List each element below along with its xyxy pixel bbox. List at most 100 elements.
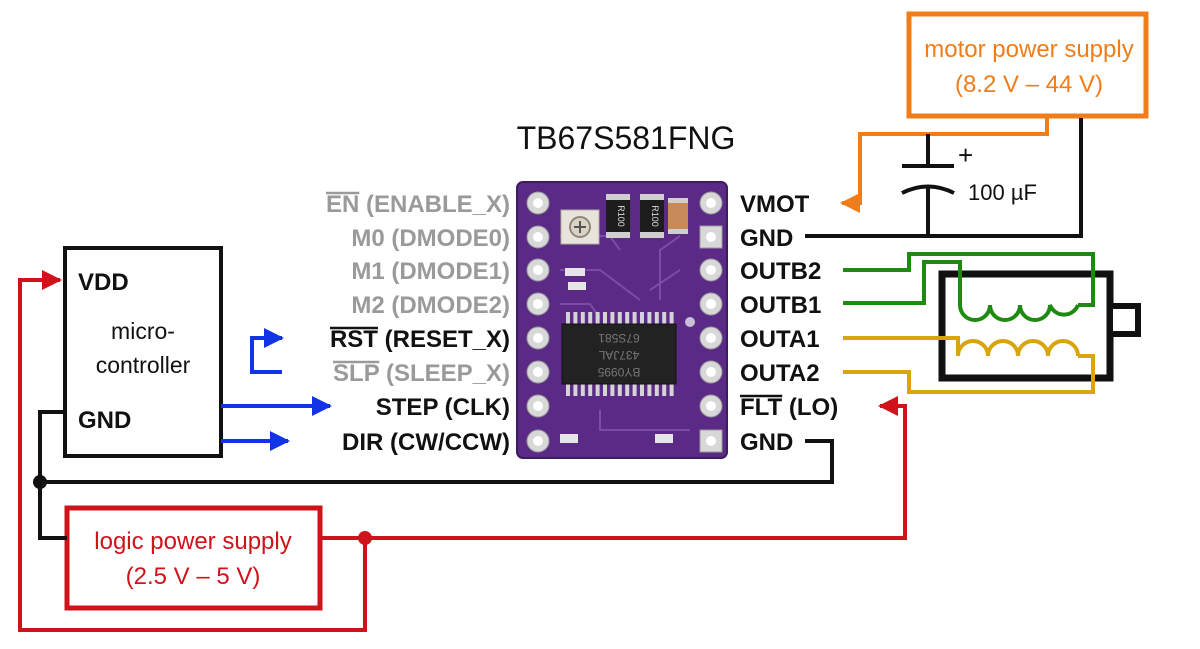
left-pin-label-2: M0 (DMODE0) — [351, 225, 510, 252]
left-pin-label-4: M2 (DMODE2) — [351, 292, 510, 319]
vmot-wire — [840, 118, 1049, 213]
right-pin-label-7-inverted: FLT — [740, 394, 783, 421]
stepper-motor — [843, 252, 1141, 394]
driver-ic — [561, 323, 677, 385]
chip-pin-bottom-8 — [617, 384, 622, 396]
chip-pin-top-8 — [617, 312, 622, 324]
right-pad-4-hole — [706, 299, 716, 309]
sense-resistor-2 — [640, 194, 664, 238]
left-pad-5-hole — [533, 333, 543, 343]
motor-power-supply: motor power supply (8.2 V – 44 V) — [906, 11, 1149, 119]
chip-pin-top-1 — [566, 312, 570, 324]
vdd-wire — [18, 270, 367, 632]
left-pin-label-8: DIR (CW/CCW) — [342, 429, 510, 456]
chip-pin-bottom-6 — [603, 384, 607, 396]
logic-supply-box — [64, 505, 323, 611]
motor-supply-label: motor power supply — [924, 36, 1133, 63]
logic-supply-range: (2.5 V – 5 V) — [126, 563, 261, 590]
driver-board: R100 R100 BY0995 437JAL 67S581 — [516, 181, 728, 459]
mcu-name-line2: controller — [96, 352, 191, 378]
chip-pin-bottom-1 — [566, 384, 570, 396]
logic-gnd-wire — [40, 439, 834, 484]
chip-pin-bottom-3 — [580, 384, 585, 396]
mcu-gnd-label: GND — [78, 407, 131, 434]
motor-gnd-wire — [805, 118, 1083, 238]
left-pin-label-5-inverted: RST — [330, 326, 378, 353]
outb2-wire — [843, 252, 1095, 307]
flt-pullup-wire — [320, 396, 907, 540]
chip-pin-bottom-15 — [669, 384, 674, 396]
left-pin-label-2-text: M0 (DMODE0) — [351, 225, 510, 252]
right-pin-label-6-text: OUTA2 — [740, 360, 820, 387]
chip-pin-top-2 — [573, 312, 578, 324]
right-pin-label-3-text: OUTB2 — [740, 258, 821, 285]
potentiometer — [560, 209, 600, 245]
coil-b — [958, 304, 1080, 322]
microcontroller: VDD micro- controller GND — [63, 246, 223, 458]
outa2-wire — [843, 354, 1095, 394]
logic-supply-label: logic power supply — [94, 528, 291, 555]
chip-pin-top-12 — [647, 312, 652, 324]
chip-pin-bottom-9 — [625, 384, 630, 396]
capacitor: + 100 µF — [901, 134, 1037, 236]
chip-pin-bottom-5 — [595, 384, 600, 396]
chip-pin-top-5 — [595, 312, 600, 324]
chip-pin-top-9 — [625, 312, 630, 324]
header-pads — [526, 191, 723, 453]
right-pin-label-7: FLT (LO) — [740, 394, 838, 421]
chip-pin-top-14 — [662, 312, 667, 324]
outb1-wire — [843, 260, 962, 305]
chip-pin-top-4 — [588, 312, 593, 324]
chip-pin-bottom-10 — [632, 384, 637, 396]
left-pad-1-hole — [533, 198, 543, 208]
capacitor-value: 100 µF — [968, 180, 1037, 205]
left-pin-labels: EN (ENABLE_X)M0 (DMODE0)M1 (DMODE1)M2 (D… — [325, 191, 510, 456]
left-pad-8-hole — [533, 436, 543, 446]
right-pad-1-hole — [706, 198, 716, 208]
left-pad-3-hole — [533, 265, 543, 275]
logic-power-supply: logic power supply (2.5 V – 5 V) — [64, 505, 323, 611]
chip-pin-bottom-14 — [662, 384, 667, 396]
right-pin-label-4-text: OUTB1 — [740, 292, 821, 319]
chip-pin-top-3 — [580, 312, 585, 324]
chip-marking-2: 437JAL — [598, 348, 639, 362]
right-pad-2-hole — [706, 232, 716, 242]
left-pin-label-1-text: (ENABLE_X) — [359, 191, 510, 218]
sense-resistor-2-marking: R100 — [650, 205, 660, 227]
sense-resistor-1 — [606, 194, 630, 238]
chip-pin-top-15 — [669, 312, 674, 324]
capacitor-polarity: + — [958, 140, 973, 170]
right-pad-3-hole — [706, 265, 716, 275]
left-pad-7-hole — [533, 401, 543, 411]
logic-junction — [358, 531, 372, 545]
right-pin-label-1: VMOT — [740, 191, 810, 218]
right-pin-label-5: OUTA1 — [740, 326, 820, 353]
left-pin-label-6: SLP (SLEEP_X) — [333, 360, 510, 387]
sense-resistor-1-marking: R100 — [616, 205, 626, 227]
left-pin-label-8-text: DIR (CW/CCW) — [342, 429, 510, 456]
right-pin-label-4: OUTB1 — [740, 292, 821, 319]
motor-body — [938, 270, 1114, 382]
chip-pin-bottom-2 — [573, 384, 578, 396]
right-pad-7-hole — [706, 401, 716, 411]
right-pin-label-2: GND — [740, 225, 793, 252]
chip-pin-bottom-13 — [654, 384, 659, 396]
left-pin-label-5-text: (RESET_X) — [378, 326, 510, 353]
motor-supply-box — [906, 11, 1149, 119]
right-pin-label-5-text: OUTA1 — [740, 326, 820, 353]
left-pin-label-6-text: (SLEEP_X) — [379, 360, 510, 387]
chip-pin-bottom-11 — [640, 384, 644, 396]
right-pin-label-7-text: (LO) — [782, 394, 838, 421]
right-pin-label-6: OUTA2 — [740, 360, 820, 387]
left-pin-label-6-inverted: SLP — [333, 360, 380, 387]
right-pad-8-hole — [706, 436, 716, 446]
chip-pin-top-7 — [610, 312, 615, 324]
left-pin-label-4-text: M2 (DMODE2) — [351, 292, 510, 319]
chip-pin-bottom-7 — [610, 384, 615, 396]
left-pin-label-7: STEP (CLK) — [376, 394, 510, 421]
chip-pin-top-13 — [654, 312, 659, 324]
right-pin-label-2-text: GND — [740, 225, 793, 252]
